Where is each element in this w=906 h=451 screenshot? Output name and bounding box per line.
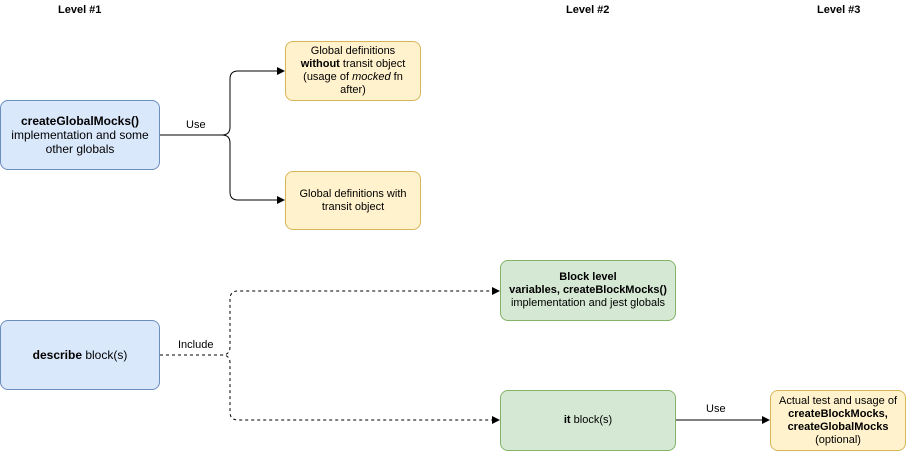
- edge-use-without-transit: [160, 67, 285, 136]
- edge-label-use-2: Use: [706, 403, 726, 415]
- node-block-level-variables[interactable]: Block level variables, createBlockMocks(…: [500, 260, 676, 321]
- node-create-global-mocks-title: createGlobalMocks(): [20, 114, 140, 128]
- node-global-definitions-with-transit[interactable]: Global definitions with transit object: [285, 171, 421, 230]
- level-1-label: Level #1: [58, 4, 102, 16]
- node-without-text-post: fn after): [340, 71, 403, 96]
- node-it-rest: block(s): [570, 414, 613, 426]
- edge-use-with-transit: [160, 134, 285, 204]
- node-block-level-bold-2: variables, createBlockMocks(): [509, 284, 667, 296]
- node-block-level-rest: implementation and jest globals: [510, 297, 666, 309]
- node-actual-test-bold-1: createBlockMocks,: [788, 407, 888, 420]
- node-actual-test-pre: Actual test and usage of: [778, 394, 898, 407]
- edge-include-it-block: [160, 354, 500, 424]
- node-describe-rest: block(s): [82, 348, 128, 362]
- node-actual-test-post: (optional): [815, 433, 861, 446]
- node-with-transit-text: Global definitions with transit object: [299, 187, 407, 213]
- node-actual-test-bold-2: createGlobalMocks: [787, 420, 889, 433]
- node-without-text-bold: without: [300, 58, 340, 70]
- node-create-global-mocks-desc: implementation and some other globals: [11, 128, 149, 156]
- edge-label-use: Use: [186, 119, 206, 131]
- node-without-text-pre: Global definitions: [310, 45, 396, 57]
- level-3-label: Level #3: [817, 4, 861, 16]
- edge-label-include: Include: [178, 339, 214, 351]
- node-without-text-mid: transit object (usage of: [303, 58, 406, 83]
- node-create-global-mocks[interactable]: createGlobalMocks() implementation and s…: [0, 100, 160, 170]
- node-describe-blocks[interactable]: describe block(s): [0, 320, 160, 390]
- level-2-label: Level #2: [566, 4, 610, 16]
- node-it-bold: it: [563, 414, 571, 426]
- node-describe-bold: describe: [32, 348, 82, 362]
- edge-include-block-level: [160, 287, 500, 356]
- node-it-blocks[interactable]: it block(s): [500, 390, 676, 451]
- node-block-level-bold-1: Block level: [559, 271, 617, 283]
- node-without-text-italic: mocked: [352, 71, 391, 83]
- node-actual-test[interactable]: Actual test and usage of createBlockMock…: [770, 390, 906, 451]
- node-global-definitions-without-transit[interactable]: Global definitions without transit objec…: [285, 41, 421, 101]
